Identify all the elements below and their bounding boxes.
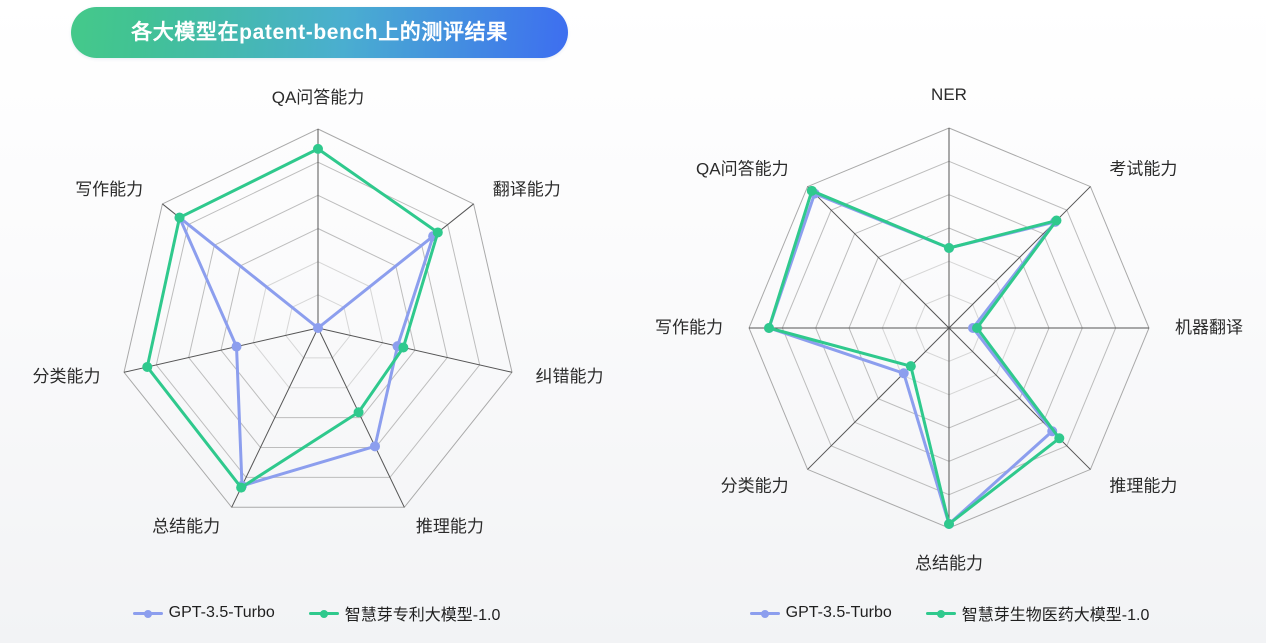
radar-data-point[interactable]: [313, 323, 323, 333]
radar-grid-ring: [123, 128, 513, 508]
radar-data-point[interactable]: [898, 368, 909, 379]
radar-axis-label: 推理能力: [1109, 476, 1177, 495]
radar-axis-spoke: [317, 327, 405, 508]
legend-marker-icon: [925, 607, 956, 619]
radar-grid-ring: [252, 261, 384, 389]
radar-data-point[interactable]: [944, 519, 954, 529]
radar-axis-label: 翻译能力: [493, 180, 561, 199]
radar-grid-ring: [188, 194, 448, 449]
radar-grid-ring: [220, 227, 416, 419]
right-chart-panel: 智慧芽生物医药大模型能力雷达图 NER考试能力机器翻译推理能力总结能力分类能力写…: [633, 0, 1266, 643]
left-panel-title: 各大模型在patent-bench上的测评结果: [131, 21, 508, 44]
radar-data-point[interactable]: [353, 407, 364, 418]
radar-axis-label: 考试能力: [1109, 160, 1177, 179]
left-panel-title-pill: 各大模型在patent-bench上的测评结果: [71, 7, 568, 58]
radar-data-point[interactable]: [231, 341, 242, 352]
radar-axis-spoke: [317, 327, 513, 373]
radar-data-point[interactable]: [313, 143, 323, 154]
left-chart-panel: 各大模型在patent-bench上的测评结果 QA问答能力翻译能力纠错能力推理…: [0, 7, 633, 625]
radar-axis-label: QA问答能力: [696, 160, 789, 179]
radar-axis-label: 总结能力: [152, 517, 220, 536]
radar-grid-ring: [155, 161, 481, 478]
radar-data-point[interactable]: [432, 227, 443, 238]
radar-data-point[interactable]: [174, 212, 185, 223]
radar-axis-spoke: [123, 327, 319, 373]
legend-label: 智慧芽专利大模型-1.0: [344, 607, 501, 624]
radar-axis-label: 纠错能力: [536, 367, 604, 386]
legend-label: GPT-3.5-Turbo: [785, 604, 892, 621]
legend-label: GPT-3.5-Turbo: [168, 604, 275, 621]
radar-axis-label: 总结能力: [915, 554, 983, 573]
radar-series-polygon: [178, 216, 435, 488]
radar-axis-spoke: [231, 327, 319, 508]
radar-data-point[interactable]: [369, 441, 380, 452]
legend-marker-icon: [308, 607, 339, 619]
radar-axis-label: 写作能力: [655, 318, 723, 337]
radar-axis-spoke: [948, 327, 1091, 470]
radar-axis-spoke: [807, 186, 950, 329]
legend-item-zhihuiya[interactable]: 智慧芽生物医药大模型-1.0: [925, 601, 1150, 625]
legend-item-gpt35[interactable]: GPT-3.5-Turbo: [132, 604, 275, 622]
radar-data-point[interactable]: [972, 323, 982, 333]
legend-marker-icon: [749, 607, 780, 619]
radar-axis-label: QA问答能力: [272, 88, 365, 107]
radar-data-point[interactable]: [398, 342, 409, 353]
radar-axis-label: 推理能力: [416, 517, 484, 536]
radar-data-point[interactable]: [236, 482, 247, 493]
radar-data-point[interactable]: [1051, 215, 1062, 226]
right-radar-chart: NER 考试能力机器翻译推理能力总结能力 分类能力 写作能力 QA问答能力: [633, 62, 1266, 582]
legend-item-gpt35[interactable]: GPT-3.5-Turbo: [749, 604, 892, 622]
legend-marker-icon: [132, 607, 163, 619]
radar-grid-ring: [285, 294, 351, 359]
radar-series-polygon: [767, 189, 1061, 526]
radar-axis-label: 机器翻译: [1175, 318, 1243, 337]
radar-axis-spoke: [948, 186, 1091, 329]
radar-data-point[interactable]: [1054, 433, 1065, 444]
radar-axis-label: 分类能力: [721, 476, 789, 495]
left-chart-legend: GPT-3.5-Turbo 智慧芽专利大模型-1.0: [0, 601, 633, 625]
radar-data-point[interactable]: [764, 323, 774, 333]
radar-axis-label: NER: [931, 85, 967, 104]
left-radar-chart: QA问答能力翻译能力纠错能力推理能力 总结能力 分类能力 写作能力: [0, 62, 633, 582]
radar-data-point[interactable]: [142, 361, 153, 372]
radar-axis-spoke: [807, 327, 950, 470]
radar-series-polygon: [145, 147, 440, 490]
legend-item-zhihuiya[interactable]: 智慧芽专利大模型-1.0: [308, 601, 501, 625]
legend-label: 智慧芽生物医药大模型-1.0: [961, 607, 1150, 624]
radar-data-point[interactable]: [905, 361, 916, 372]
radar-data-point[interactable]: [806, 185, 817, 196]
radar-axis-label: 分类能力: [33, 367, 101, 386]
right-chart-legend: GPT-3.5-Turbo 智慧芽生物医药大模型-1.0: [633, 601, 1266, 625]
radar-data-point[interactable]: [944, 243, 954, 253]
radar-axis-label: 写作能力: [75, 180, 143, 199]
